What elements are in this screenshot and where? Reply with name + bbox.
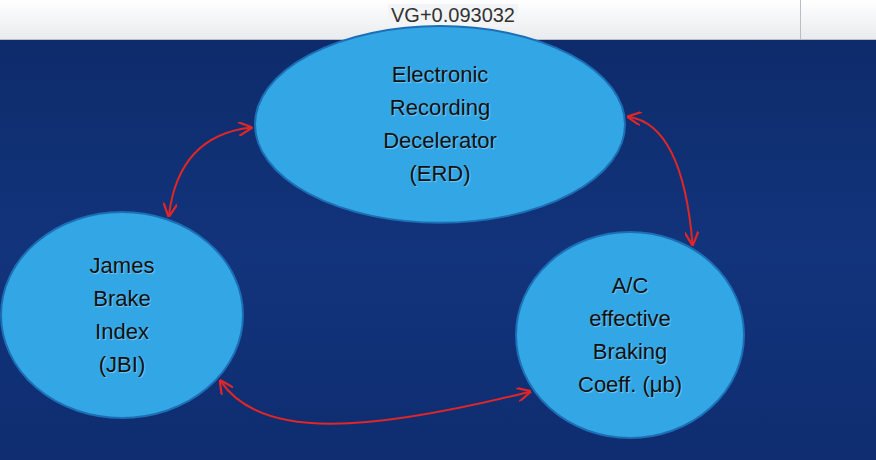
node-label: James Brake Index (JBI) [80, 249, 164, 381]
curved-double-arrow [221, 381, 530, 424]
ellipse-outline [515, 231, 745, 439]
formula-text: VG+0.093032 [388, 4, 518, 27]
curved-double-arrow [169, 128, 251, 216]
ellipse-outline [254, 25, 626, 224]
ellipse-node: A/C effective Braking Coeff. (μb) [515, 231, 745, 439]
ellipse-outline [0, 211, 244, 419]
curved-double-arrow [629, 117, 693, 244]
node-label: A/C effective Braking Coeff. (μb) [570, 269, 690, 401]
ellipse-node: James Brake Index (JBI) [0, 211, 244, 419]
ellipse-node: Electronic Recording Decelerator (ERD) [254, 25, 626, 224]
table-divider [800, 0, 801, 40]
node-label: Electronic Recording Decelerator (ERD) [374, 58, 506, 190]
